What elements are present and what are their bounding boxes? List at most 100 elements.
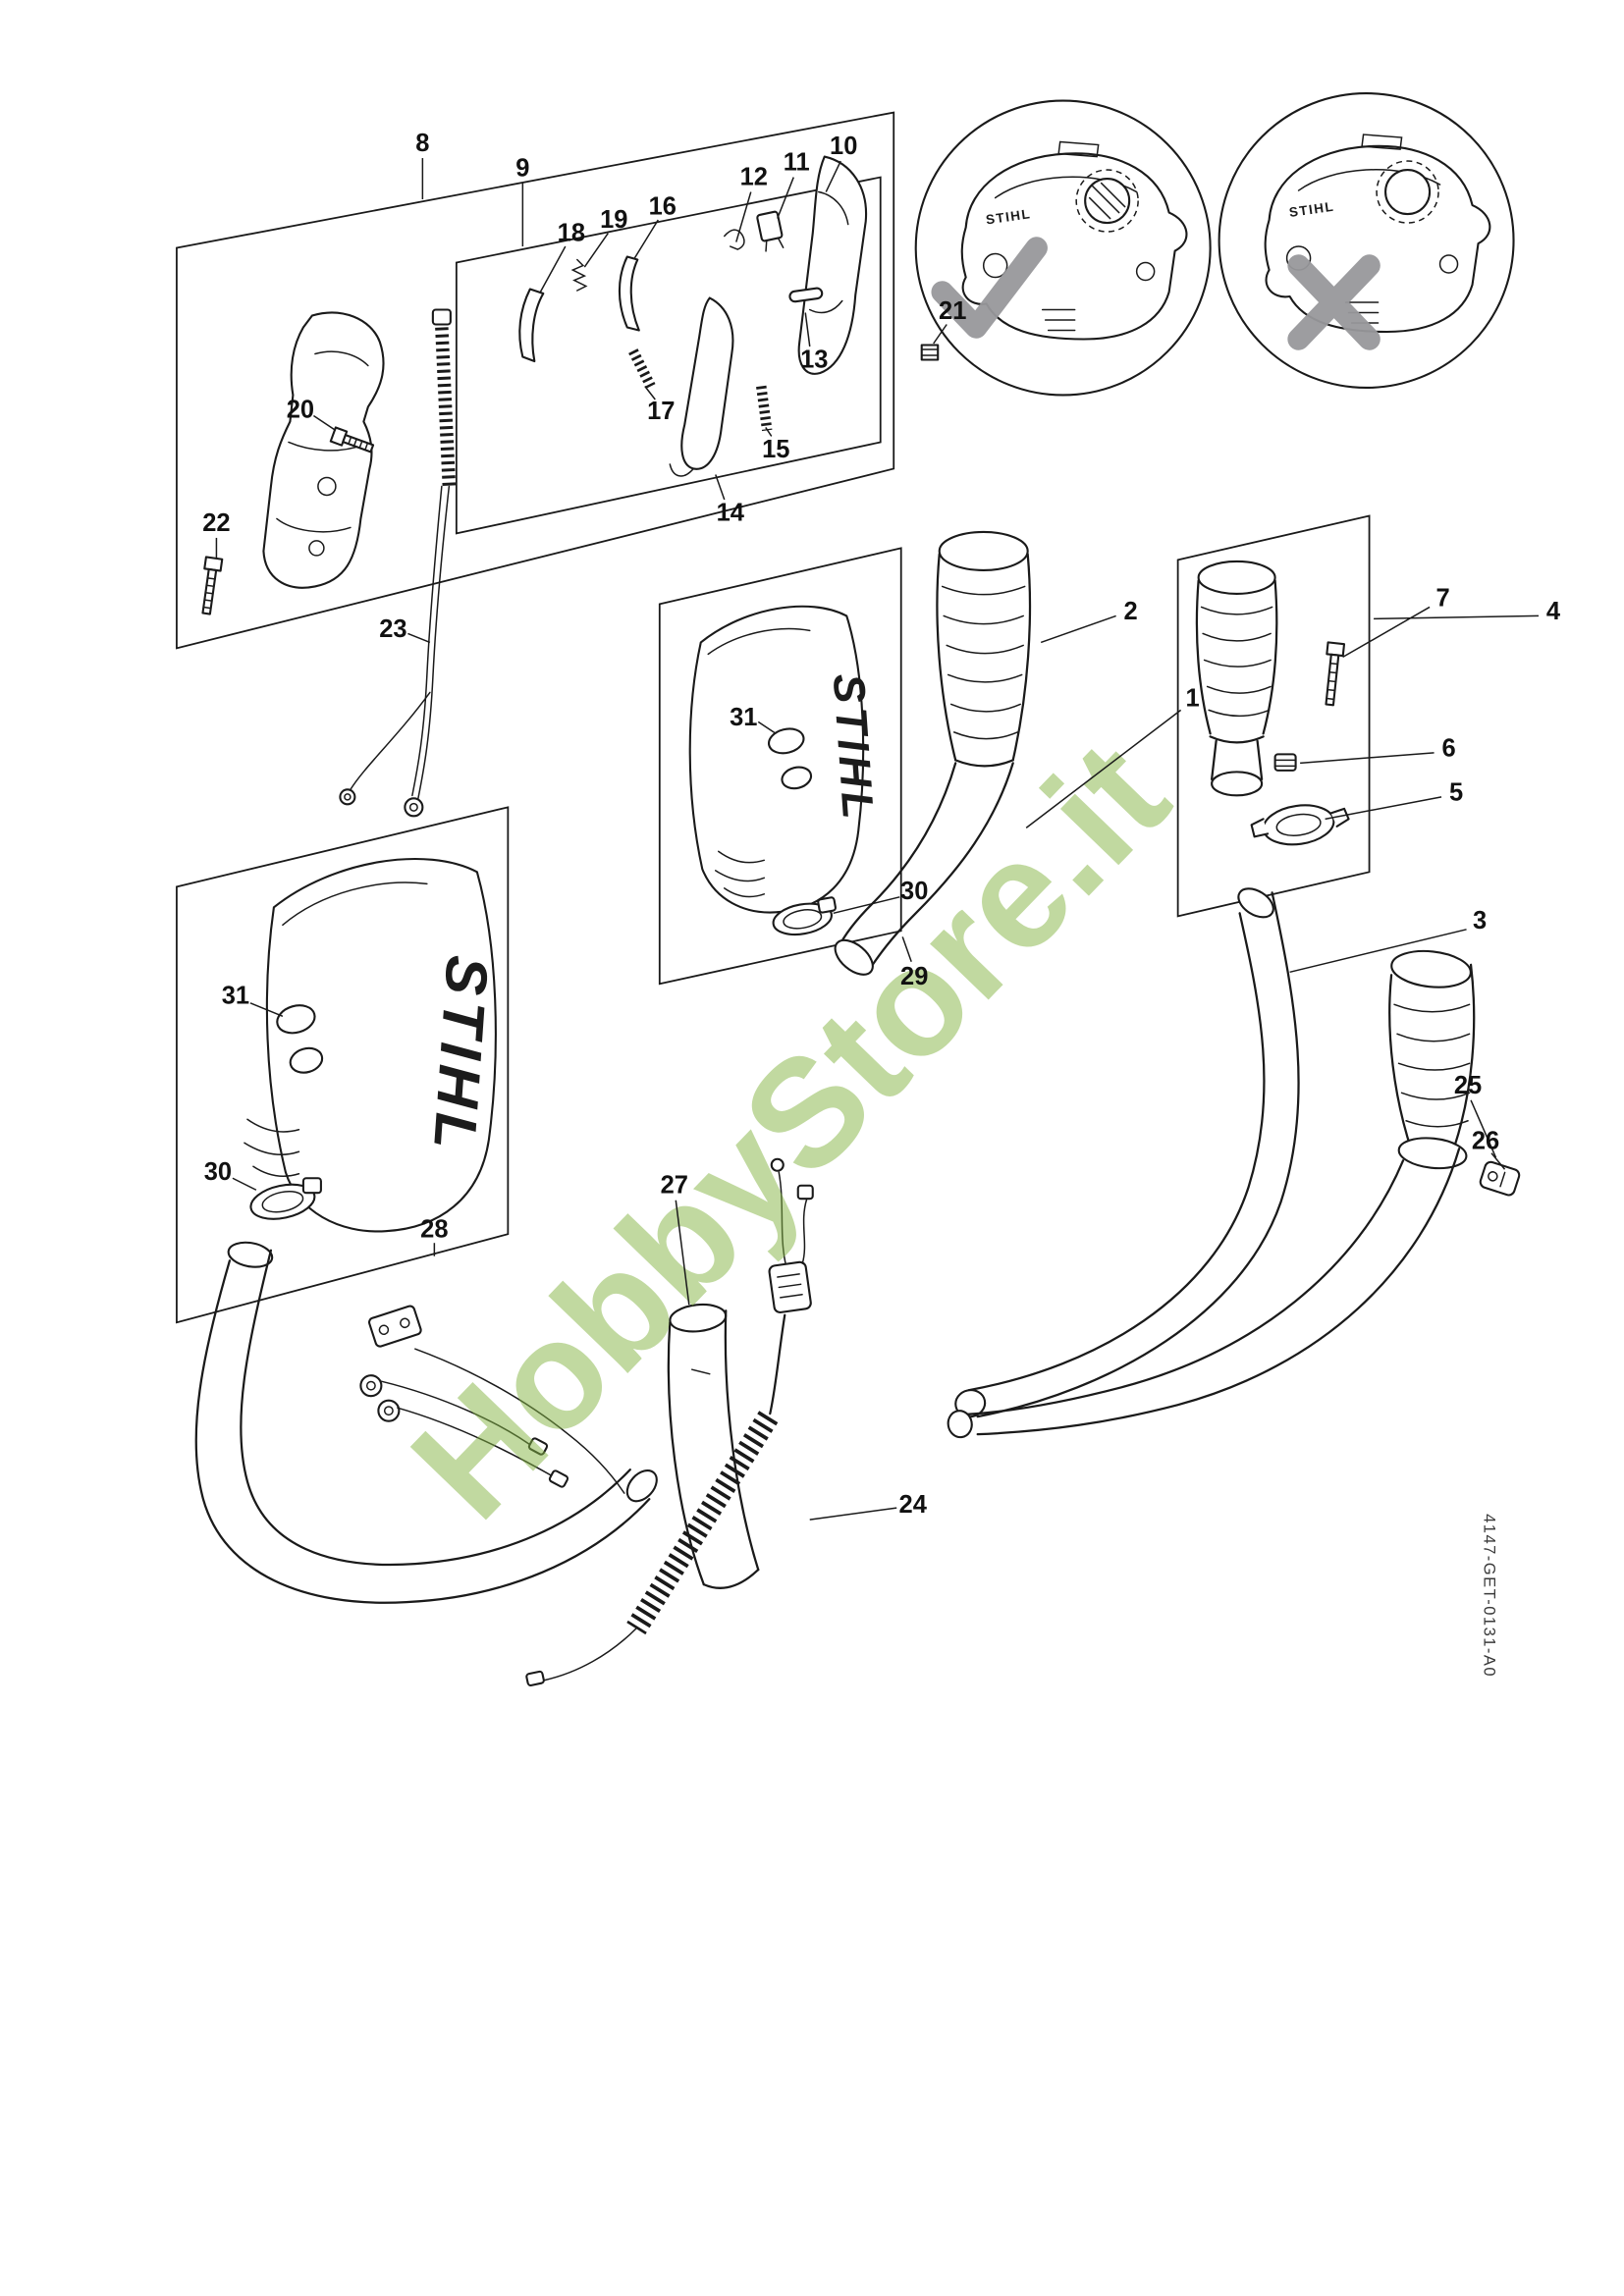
callout-leader-13 — [804, 312, 811, 347]
grip-assembly-exploded — [1195, 560, 1350, 846]
callout-12: 12 — [740, 164, 768, 191]
part-spring-19 — [570, 258, 588, 292]
callout-leader-23 — [407, 632, 431, 644]
cover-large: STIHL — [244, 858, 501, 1233]
callout-leader-16 — [633, 219, 659, 259]
callout-7: 7 — [1435, 584, 1449, 612]
clamp-small-30 — [772, 896, 837, 936]
connector-plug — [796, 1184, 814, 1201]
callout-leader-1 — [1025, 709, 1182, 828]
callout-13: 13 — [800, 346, 828, 373]
cable-spring-sleeve — [435, 327, 457, 487]
callout-leader-26 — [1490, 1152, 1506, 1170]
box-grip-assembly — [1176, 514, 1371, 918]
callout-24: 24 — [899, 1491, 928, 1519]
callout-leader-30 — [833, 896, 900, 915]
callout-3: 3 — [1473, 907, 1487, 934]
clamp-5 — [1250, 804, 1350, 846]
brand-text-cover-large: STIHL — [421, 953, 501, 1156]
callout-leader-17 — [644, 386, 656, 400]
callout-leader-6 — [1300, 752, 1435, 765]
callout-25: 25 — [1454, 1072, 1482, 1099]
cross-mark-icon — [1287, 254, 1380, 350]
callout-leader-18 — [539, 245, 567, 293]
callout-leader-2 — [1040, 614, 1116, 644]
tube-open-end — [947, 1410, 973, 1439]
part-nut-21 — [920, 344, 940, 361]
connector-plug — [527, 1437, 549, 1456]
callout-15: 15 — [762, 436, 789, 463]
part-housing-shell-10 — [797, 155, 868, 375]
screw-22 — [201, 556, 224, 615]
tube-open-end — [227, 1241, 274, 1268]
part-clip-12 — [724, 229, 745, 250]
tube-middle — [667, 1303, 760, 1589]
box-trigger-parts — [455, 176, 882, 535]
callout-20: 20 — [287, 396, 314, 423]
nut-6 — [1273, 753, 1297, 772]
callout-leader-25 — [1470, 1099, 1497, 1158]
callout-18: 18 — [558, 220, 585, 247]
ring-terminal — [339, 788, 356, 806]
callout-leader-27 — [675, 1200, 690, 1306]
check-mark-icon — [931, 237, 1048, 339]
box-cover-large — [176, 806, 510, 1324]
handle-housing-left — [262, 311, 385, 589]
callout-leader-10 — [825, 160, 841, 192]
highlight-ring — [1376, 160, 1439, 224]
grommet-31 — [781, 766, 813, 790]
tube-left — [194, 1241, 658, 1604]
document-code: 4147-GET-0131-A0 — [1481, 1514, 1498, 1678]
callout-6: 6 — [1441, 734, 1455, 762]
callout-8: 8 — [415, 130, 429, 157]
screw-20 — [329, 426, 375, 454]
callout-9: 9 — [515, 155, 529, 183]
callout-leader-30 — [232, 1177, 257, 1191]
callout-11: 11 — [784, 149, 810, 177]
brand-text-cover-small: STIHL — [824, 672, 885, 826]
handlebar-grip-right — [947, 949, 1521, 1439]
callout-leader-15 — [765, 427, 773, 437]
inset-incorrect — [1218, 92, 1515, 390]
grommet-31 — [768, 727, 805, 755]
callout-19: 19 — [600, 206, 627, 234]
callout-27: 27 — [661, 1172, 688, 1200]
handlebar-grip-left — [834, 530, 1032, 976]
callout-10: 10 — [830, 133, 857, 160]
throttle-cable — [339, 308, 457, 818]
callout-16: 16 — [649, 193, 677, 221]
callout-21: 21 — [939, 297, 966, 325]
callout-29: 29 — [900, 963, 928, 990]
part-spring-15 — [756, 385, 773, 432]
callout-31: 31 — [730, 704, 757, 731]
part-lever-18 — [518, 288, 545, 363]
callout-31: 31 — [222, 982, 249, 1009]
callout-leader-29 — [901, 936, 912, 963]
cover-small: STIHL — [688, 605, 885, 936]
callout-5: 5 — [1449, 778, 1463, 806]
part-trigger-14 — [680, 296, 734, 470]
tube-open-end — [954, 1389, 987, 1418]
callout-leader-12 — [735, 191, 752, 242]
connector-plug — [525, 1670, 545, 1687]
screw-7 — [1325, 641, 1346, 707]
tube-open-end — [625, 1468, 658, 1503]
callout-leader-24 — [809, 1507, 897, 1521]
highlight-ring — [1075, 169, 1139, 233]
ring-terminal — [404, 797, 424, 818]
part-lever-16 — [618, 255, 640, 332]
wiring-harness — [359, 1157, 814, 1687]
inset-correct — [914, 99, 1212, 397]
callout-leader-31 — [757, 721, 777, 735]
grommet-highlight — [1384, 169, 1432, 216]
callout-30: 30 — [204, 1158, 232, 1186]
callout-leader-14 — [715, 474, 726, 501]
assembly-boxes — [176, 111, 1371, 1324]
clamp-26 — [1479, 1160, 1521, 1197]
callout-leader-5 — [1325, 796, 1442, 821]
callout-4: 4 — [1546, 598, 1561, 625]
callout-leader-19 — [583, 233, 609, 268]
callout-23: 23 — [379, 615, 406, 643]
callout-leader-20 — [312, 414, 337, 432]
